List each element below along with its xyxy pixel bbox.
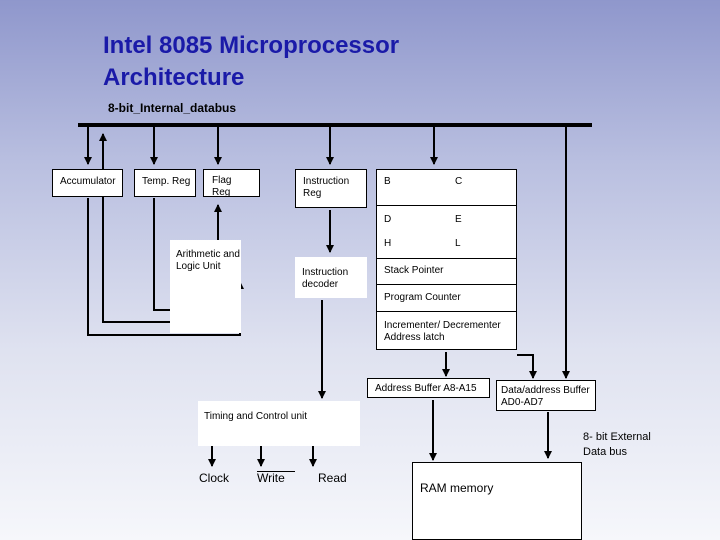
ram-memory-label: RAM memory	[420, 481, 494, 495]
internal-bus-label: 8-bit_Internal_databus	[108, 101, 237, 115]
page-title: Intel 8085 Microprocessor Architecture	[103, 30, 399, 94]
divider-row-4	[377, 311, 516, 312]
write-label: Write	[257, 471, 285, 485]
accumulator-label: Accumulator	[60, 176, 116, 187]
divider-row-3	[377, 284, 516, 285]
clock-label: Clock	[199, 471, 230, 485]
alu-label-1: Arithmetic and	[176, 249, 240, 260]
read-label: Read	[318, 471, 347, 485]
stack-pointer-label: Stack Pointer	[384, 265, 444, 276]
external-bus-label: 8- bit External Data bus	[583, 430, 651, 460]
internal-data-bus	[78, 123, 592, 127]
flag-reg-label-2: Reg	[212, 187, 231, 198]
register-d: D	[384, 214, 392, 225]
timing-control-block: Timing and Control unit	[198, 401, 360, 446]
timing-control-label: Timing and Control unit	[204, 411, 308, 422]
address-buffer-label: Address Buffer A8-A15	[375, 383, 477, 394]
flag-reg-block: Flag Reg	[203, 169, 260, 198]
title-line-2: Architecture	[103, 64, 245, 91]
instruction-decoder-label-1: Instruction	[302, 267, 349, 278]
incrementer-label-2: Address latch	[384, 332, 445, 343]
data-address-buffer-label-1: Data/address Buffer	[501, 385, 590, 396]
alu-label-2: Logic Unit	[176, 261, 221, 272]
alu-block: Arithmetic and Logic Unit	[170, 240, 241, 333]
temp-reg-label: Temp. Reg	[142, 176, 191, 187]
ram-memory-block: RAM memory	[412, 462, 582, 540]
instruction-reg-label-2: Reg	[303, 188, 322, 199]
external-bus-label-1: 8- bit External	[583, 431, 651, 443]
program-counter-label: Program Counter	[384, 292, 461, 303]
temp-reg-block: Temp. Reg	[134, 169, 196, 197]
flag-reg-label-1: Flag	[212, 175, 232, 186]
register-e: E	[455, 214, 462, 225]
data-address-buffer-block: Data/address Buffer AD0-AD7	[496, 380, 596, 411]
accumulator-block: Accumulator	[52, 169, 123, 197]
register-l: L	[455, 238, 461, 249]
register-h: H	[384, 238, 392, 249]
address-buffer-block: Address Buffer A8-A15	[367, 378, 490, 398]
data-address-buffer-label-2: AD0-AD7	[501, 397, 544, 408]
instruction-decoder-label-2: decoder	[302, 279, 339, 290]
incrementer-label-1: Incrementer/ Decrementer	[384, 320, 501, 331]
divider-row-1	[377, 205, 516, 206]
register-b: B	[384, 176, 391, 187]
instruction-reg-block: Instruction Reg	[295, 169, 367, 208]
instruction-decoder-block: Instruction decoder	[295, 257, 367, 298]
write-overbar	[257, 471, 295, 472]
register-c: C	[455, 176, 463, 187]
divider-row-2	[377, 258, 516, 259]
title-line-1: Intel 8085 Microprocessor	[103, 32, 400, 59]
register-array-block: B C D E H L Stack Pointer Program Counte…	[376, 169, 517, 350]
instruction-reg-label-1: Instruction	[303, 176, 350, 187]
external-bus-label-2: Data bus	[583, 446, 628, 458]
